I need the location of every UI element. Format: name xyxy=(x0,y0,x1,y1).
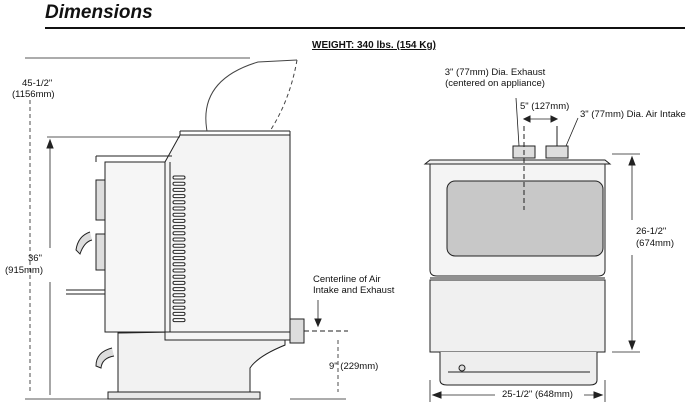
exhaust-label-line1: 3" (77mm) Dia. Exhaust xyxy=(444,67,546,78)
weight-label: WEIGHT: 340 lbs. (154 Kg) xyxy=(312,40,436,51)
convection-slot xyxy=(172,305,186,310)
convection-slot xyxy=(172,237,186,242)
side-ashpan-handle xyxy=(95,347,115,369)
side-door-swing-arc xyxy=(205,59,298,132)
front-pedestal xyxy=(439,352,598,386)
side-lower-body xyxy=(117,329,286,393)
exhaust-label-line2: (centered on appliance) xyxy=(445,78,545,89)
front-width-label: 25-1/2" (648mm) xyxy=(502,389,573,400)
convection-slot xyxy=(172,311,186,316)
convection-slot xyxy=(172,256,186,261)
convection-slot xyxy=(172,225,186,230)
front-height-mm: (674mm) xyxy=(636,238,675,249)
convection-slot xyxy=(172,318,186,323)
side-exhaust-collar xyxy=(289,318,305,344)
convection-slot xyxy=(172,218,186,223)
convection-slot xyxy=(172,200,186,205)
front-spacing-dimension xyxy=(522,115,559,123)
front-height-dimension xyxy=(612,153,640,353)
convection-slot xyxy=(172,287,186,292)
front-view-stove xyxy=(423,126,612,386)
overall-height-mm: (1156mm) xyxy=(12,89,55,100)
side-base xyxy=(107,391,261,400)
front-glass-window xyxy=(446,180,604,257)
front-top-plate xyxy=(423,159,612,165)
convection-slot xyxy=(172,262,186,267)
collar-spacing-label: 5" (127mm) xyxy=(520,101,570,112)
front-ashpan xyxy=(429,279,606,353)
convection-slot xyxy=(172,249,186,254)
body-height-mm: (915mm) xyxy=(5,265,44,276)
side-view-stove xyxy=(66,130,305,400)
convection-slot xyxy=(172,212,186,217)
centerline-height-label: 9" (229mm) xyxy=(329,361,379,372)
centerline-dimension xyxy=(290,300,348,400)
side-upper-hinge xyxy=(95,179,106,221)
overall-height-inches: 45-1/2" xyxy=(22,78,53,89)
convection-slot xyxy=(172,243,186,248)
front-intake-collar xyxy=(545,145,569,159)
front-height-inches: 26-1/2" xyxy=(636,226,667,237)
front-exhaust-leader xyxy=(515,97,520,147)
convection-slot xyxy=(172,274,186,279)
convection-slot xyxy=(172,181,186,186)
convection-slot xyxy=(172,293,186,298)
convection-slot xyxy=(172,187,186,192)
centerline-label-line2: Intake and Exhaust xyxy=(313,285,395,296)
side-firebox xyxy=(104,161,166,333)
front-air-knob xyxy=(458,364,466,372)
convection-slot xyxy=(172,268,186,273)
side-door-swing-dash xyxy=(269,59,298,132)
convection-slot xyxy=(172,194,186,199)
convection-slot xyxy=(172,280,186,285)
front-intake-leader-line xyxy=(565,117,579,147)
side-convection-slots xyxy=(172,175,186,323)
centerline-label-line1: Centerline of Air xyxy=(313,274,381,285)
front-width-dimension xyxy=(429,380,606,402)
side-lower-hinge xyxy=(95,233,106,271)
intake-label: 3" (77mm) Dia. Air Intake xyxy=(580,109,686,120)
convection-slot xyxy=(172,175,186,180)
page-title: Dimensions xyxy=(45,2,153,23)
side-height-dimension-36 xyxy=(46,136,180,395)
side-height-dimension-45 xyxy=(25,57,250,400)
convection-slot xyxy=(172,206,186,211)
side-door-handle xyxy=(75,231,93,255)
convection-slot xyxy=(172,231,186,236)
body-height-inches: 36" xyxy=(28,253,42,264)
convection-slot xyxy=(172,299,186,304)
title-underline xyxy=(45,27,685,29)
